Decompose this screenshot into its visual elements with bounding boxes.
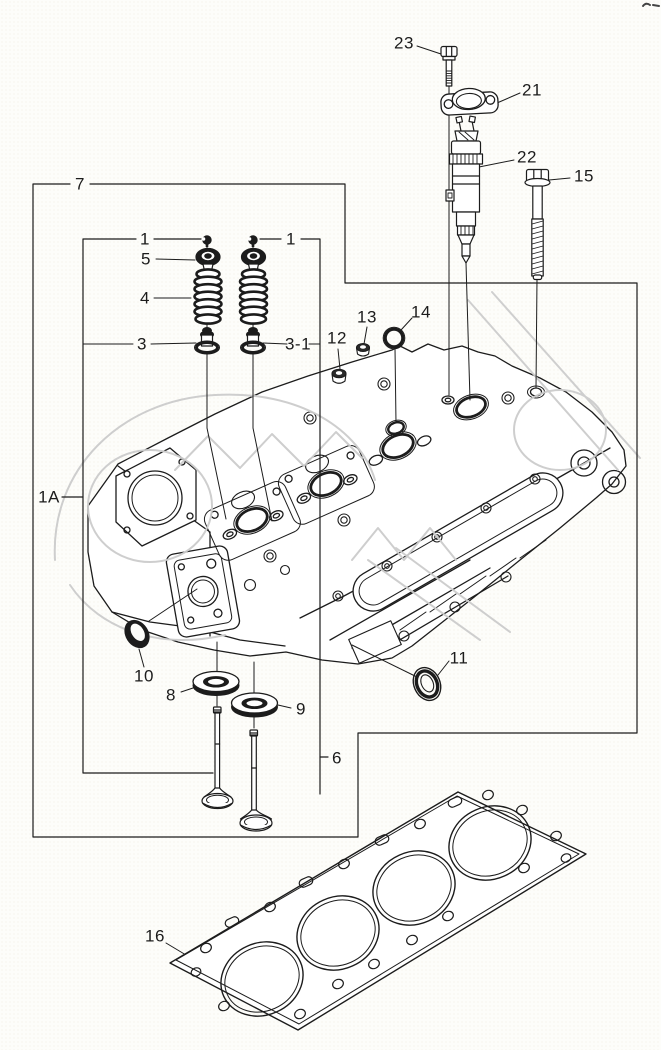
- leader-lines: [82, 45, 571, 959]
- callout-4: 4: [140, 288, 150, 308]
- callout-21: 21: [522, 80, 542, 100]
- spring-retainers: [195, 247, 267, 272]
- callout-1-right: 1: [286, 229, 296, 249]
- valve-seat-ring-9: [230, 692, 279, 718]
- head-gasket: [169, 789, 587, 1031]
- group-7-bracket: [32, 183, 638, 838]
- callout-5: 5: [141, 249, 151, 269]
- callout-15: 15: [574, 166, 594, 186]
- cylinder-head: [87, 343, 627, 665]
- valve-stem-seal-exhaust: [240, 327, 266, 355]
- callout-1A: 1A: [38, 487, 60, 507]
- valve-stem-seals: [194, 327, 266, 355]
- seal-10: [124, 619, 150, 649]
- valve-springs: [193, 268, 269, 325]
- valve-keeper-left: [201, 235, 212, 247]
- callout-8: 8: [166, 685, 176, 705]
- injector-clamp: [440, 87, 499, 116]
- group-1-bracket: [61, 238, 329, 795]
- callout-11: 11: [449, 648, 469, 668]
- valve-keeper-right: [247, 235, 258, 247]
- valve-stem-seal-intake: [194, 327, 220, 355]
- cylinder-head-bolt: [524, 168, 551, 281]
- cup-plug-12: [331, 368, 347, 384]
- fuel-injector: [445, 115, 484, 264]
- corner-mark: [642, 2, 660, 7]
- valve-seat-ring-8: [192, 670, 240, 696]
- callout-14: 14: [411, 302, 431, 322]
- callout-23: 23: [394, 33, 414, 53]
- seal-11: [412, 666, 442, 702]
- callout-13: 13: [357, 307, 377, 327]
- callout-3: 3: [137, 334, 147, 354]
- callout-22: 22: [517, 147, 537, 167]
- intake-valve: [201, 706, 234, 810]
- spring-retainer-left: [195, 247, 221, 272]
- o-ring-14: [382, 326, 406, 350]
- valve-keepers: [201, 235, 258, 247]
- spring-retainer-right: [240, 247, 267, 272]
- callout-9: 9: [296, 699, 306, 719]
- callout-7: 7: [75, 174, 85, 194]
- callout-12: 12: [327, 328, 347, 348]
- clamp-bolt: [440, 45, 458, 87]
- callout-6: 6: [332, 748, 342, 768]
- callout-1-left: 1: [140, 229, 150, 249]
- callout-3-1: 3-1: [284, 334, 312, 354]
- exhaust-valve: [239, 729, 273, 832]
- callout-10: 10: [134, 666, 154, 686]
- valve-spring-right: [238, 268, 269, 325]
- callout-16: 16: [145, 926, 165, 946]
- cup-plug-13: [355, 342, 371, 357]
- rocker-rail: [332, 449, 627, 664]
- valve-spring-left: [193, 268, 223, 325]
